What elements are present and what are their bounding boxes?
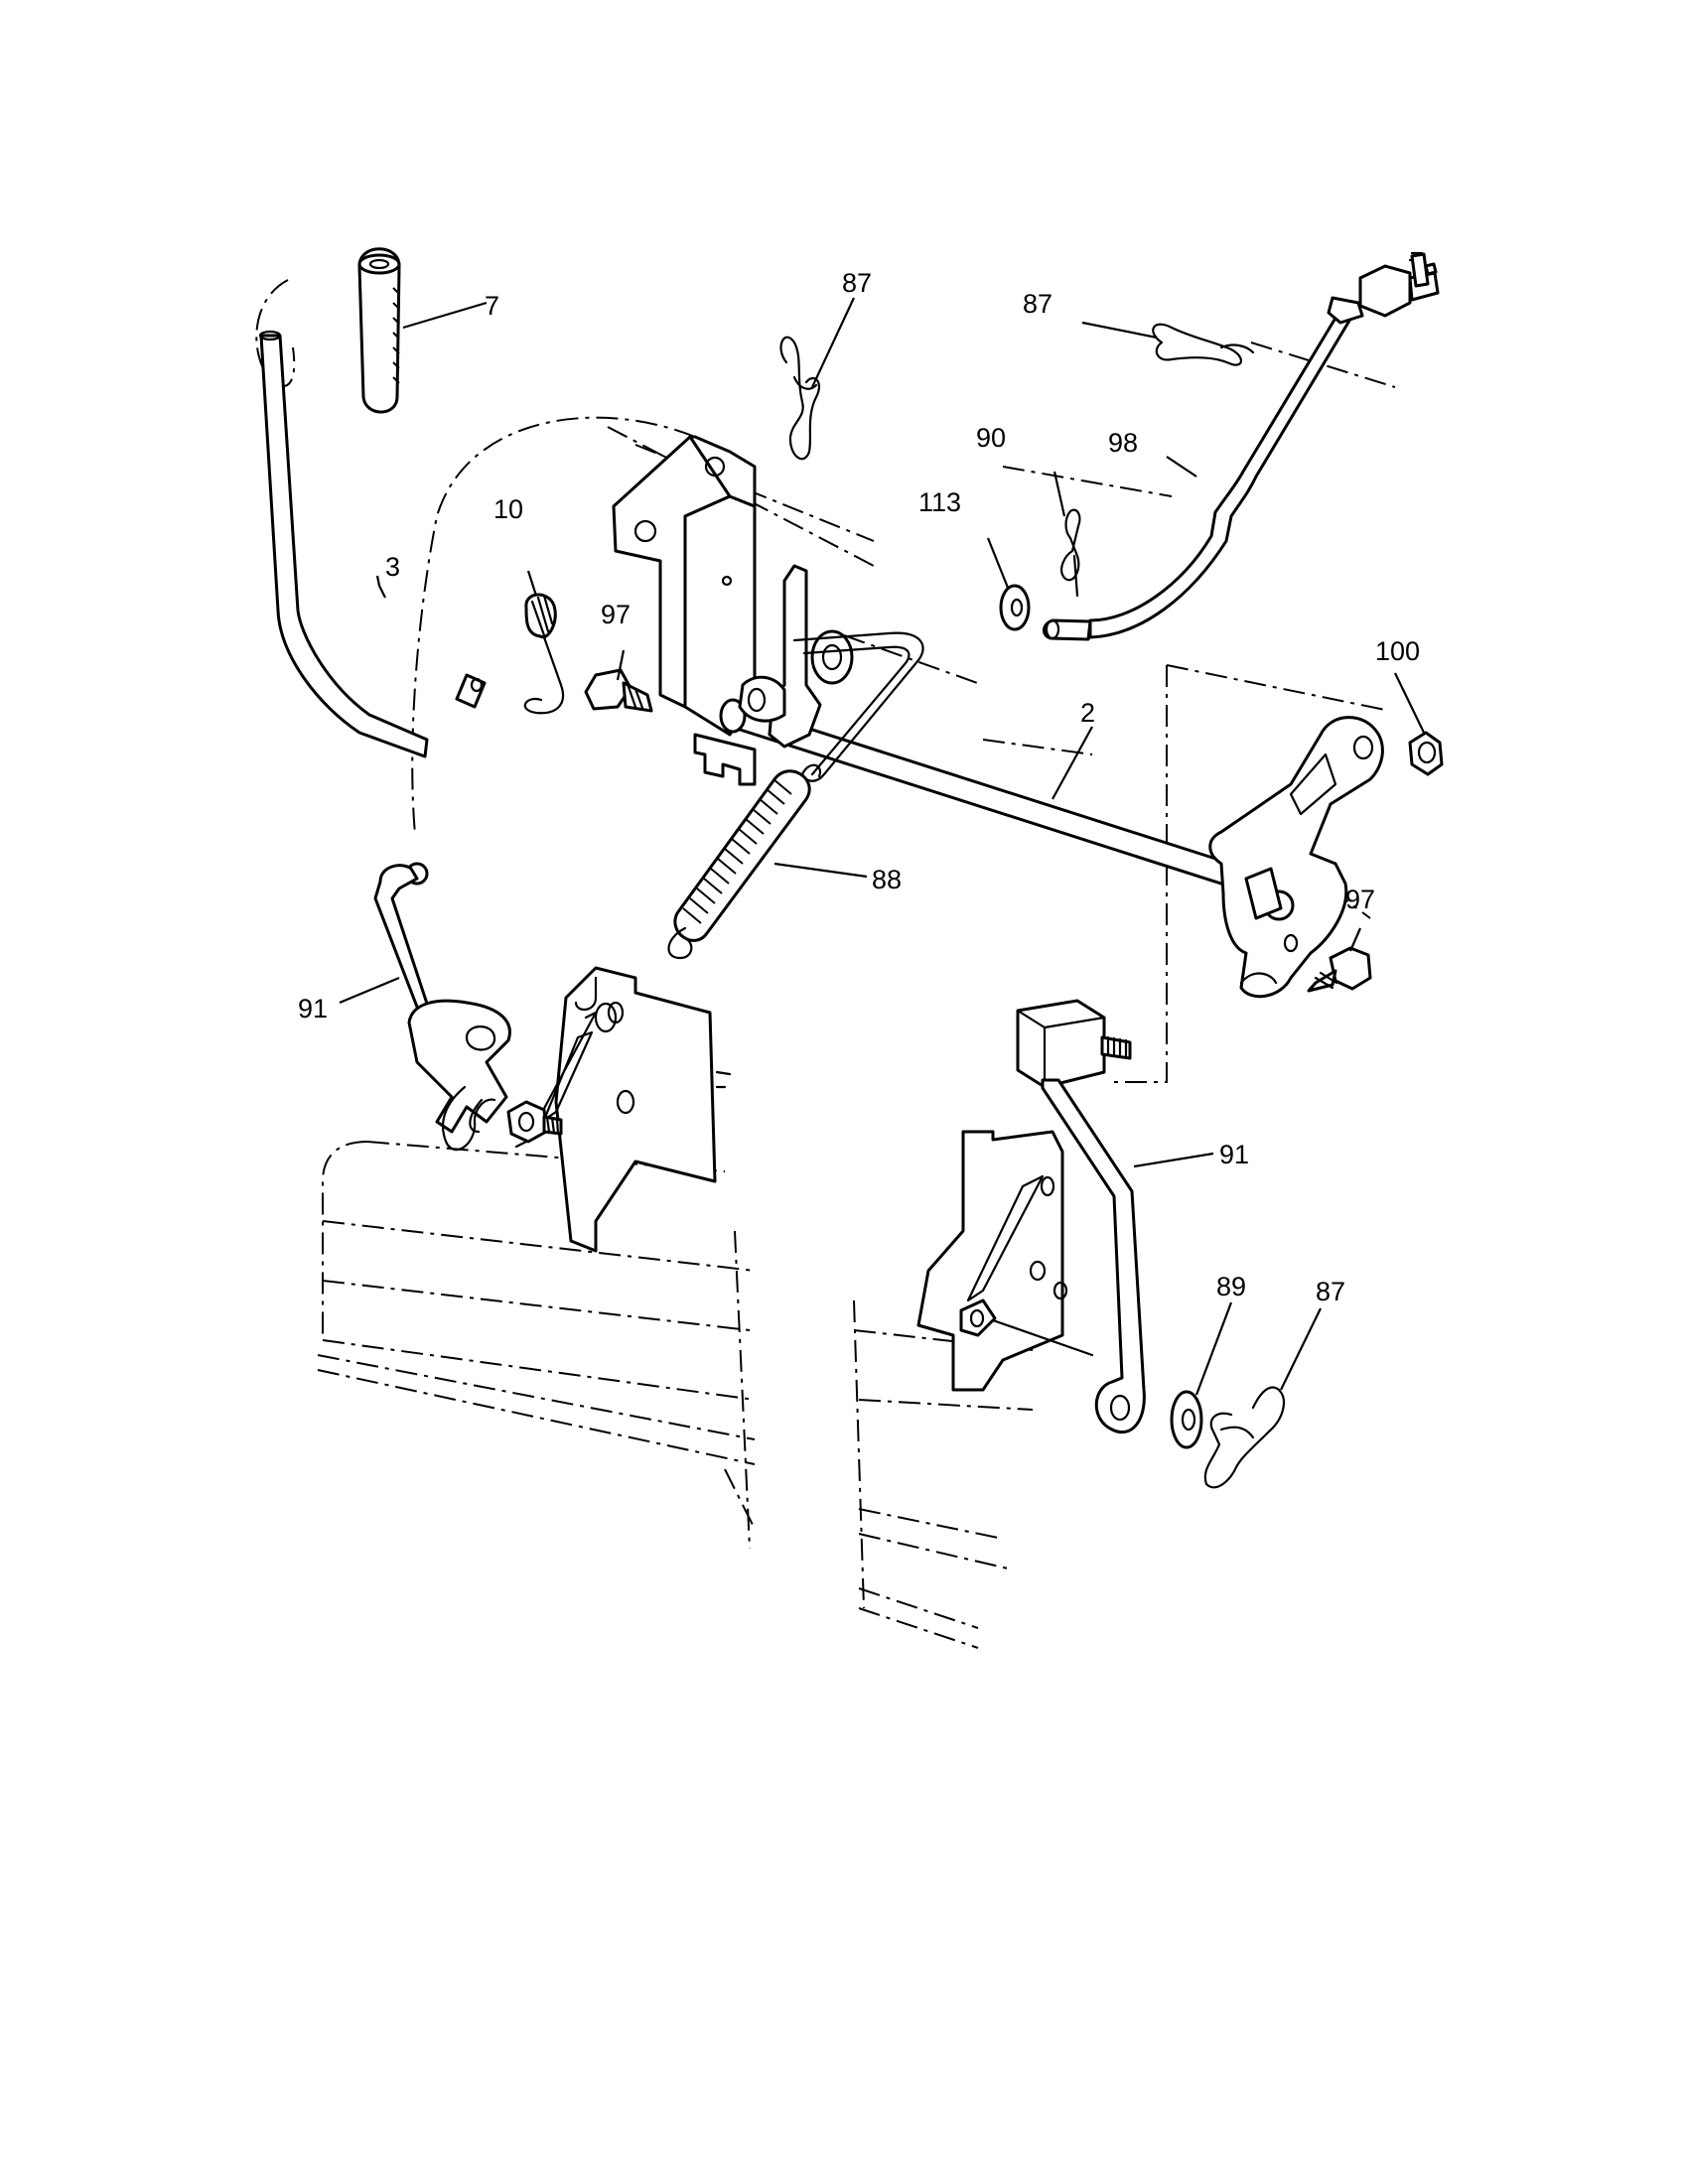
callout-89: 89 (1216, 1272, 1246, 1301)
reference-lines (255, 279, 1396, 1649)
callout-90: 90 (976, 423, 1006, 453)
handle-grip-part (357, 247, 401, 414)
callout-97-right: 97 (1345, 885, 1375, 914)
extension-spring-part (667, 763, 822, 960)
left-hanger-bracket (407, 966, 732, 1253)
torsion-spring-part (523, 593, 564, 715)
callout-91-left: 91 (298, 994, 328, 1024)
callout-91-right: 91 (1219, 1140, 1249, 1169)
lift-handle-rod-part (258, 330, 487, 758)
cross-shaft-part (719, 564, 1384, 999)
callout-100: 100 (1375, 636, 1420, 666)
callout-97-left: 97 (601, 600, 631, 629)
leader-lines (339, 297, 1426, 1396)
adjuster-rod-part (1043, 251, 1440, 641)
right-hanger-bracket (916, 1130, 1094, 1392)
hairpin-clip-part (1203, 1386, 1286, 1489)
callout-10: 10 (493, 494, 523, 524)
mounting-bracket (612, 435, 757, 786)
lift-link-part (1016, 999, 1146, 1433)
callout-labels: 7 3 10 97 87 87 90 113 98 100 2 88 97 91… (298, 268, 1420, 1306)
callout-87-upper-right: 87 (1023, 289, 1052, 319)
hairpin-clip-part (1152, 323, 1255, 366)
hex-nut-part (1408, 731, 1444, 776)
flange-bolt-part (584, 668, 653, 713)
callout-113: 113 (918, 487, 961, 517)
cotter-pin-part (1060, 508, 1081, 598)
washer-part (999, 584, 1031, 631)
callout-7: 7 (485, 291, 499, 321)
callout-98: 98 (1108, 428, 1138, 458)
callout-87-upper-left: 87 (842, 268, 872, 298)
callout-87-lower-right: 87 (1316, 1277, 1345, 1306)
hairpin-clip-part (779, 336, 821, 461)
flange-bolt-part (1307, 946, 1372, 993)
callout-2: 2 (1080, 698, 1095, 728)
washer-part (1170, 1390, 1203, 1449)
callout-88: 88 (872, 865, 902, 894)
callout-3: 3 (385, 552, 400, 582)
